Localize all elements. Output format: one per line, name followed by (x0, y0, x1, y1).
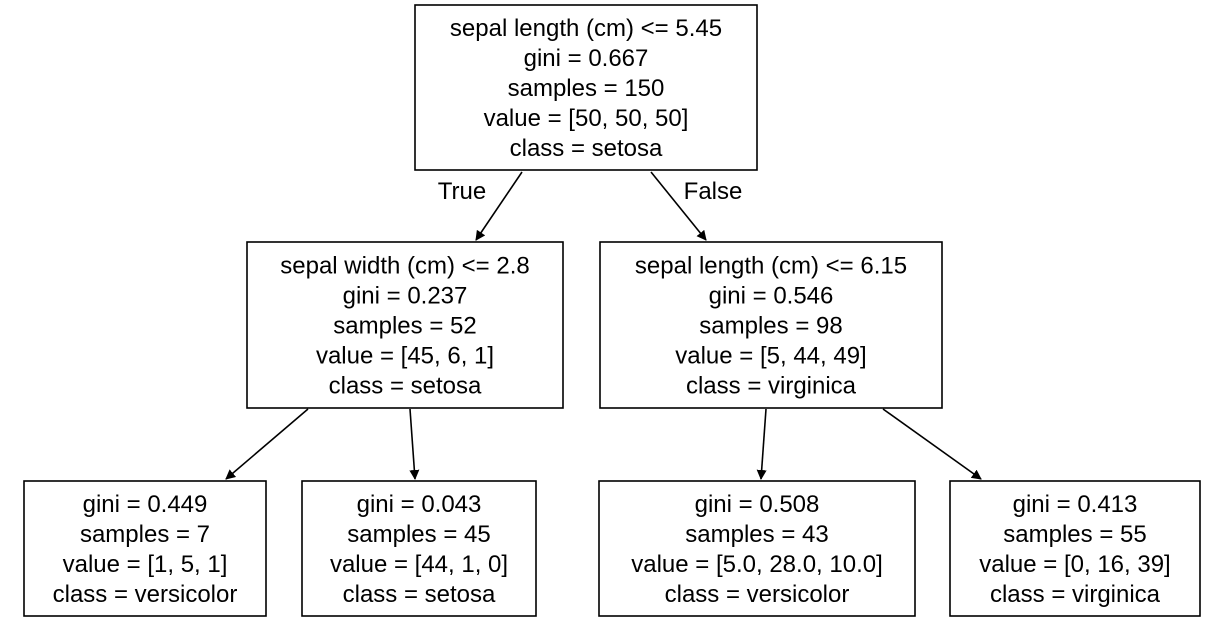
node-text-line: gini = 0.667 (524, 45, 649, 72)
node-text-line: gini = 0.508 (695, 491, 820, 518)
tree-node-right-left: gini = 0.508 samples = 43 value = [5.0, 28… (598, 480, 916, 617)
node-text-line: value = [5.0, 28.0, 10.0] (631, 551, 883, 578)
tree-node-left: sepal width (cm) <= 2.8 gini = 0.237 sampl… (246, 241, 564, 409)
edge-arrow-left-to-left-right (409, 408, 420, 480)
node-text-line: samples = 43 (685, 521, 828, 548)
node-text-line: samples = 150 (508, 75, 665, 102)
edge-arrow-right-to-right-right (882, 408, 982, 480)
edge-arrow-root-to-right (650, 171, 707, 241)
node-text-line: sepal length (cm) <= 6.15 (635, 252, 907, 279)
tree-node-right: sepal length (cm) <= 6.15 gini = 0.546 sam… (599, 241, 943, 409)
edge-arrow-root-to-left (475, 171, 523, 241)
tree-node-left-right: gini = 0.043 samples = 45 value = [44, 1, … (301, 480, 537, 617)
nodes-layer: sepal length (cm) <= 5.45 gini = 0.667 sam… (23, 4, 1201, 617)
node-text-line: sepal width (cm) <= 2.8 (280, 252, 529, 279)
node-text-line: value = [1, 5, 1] (63, 551, 228, 578)
node-text-line: class = setosa (343, 581, 496, 608)
node-text-line: value = [50, 50, 50] (484, 105, 689, 132)
node-text-line: gini = 0.546 (709, 282, 834, 309)
node-text-line: samples = 7 (80, 521, 210, 548)
node-box (598, 480, 916, 617)
node-text-line: samples = 52 (333, 312, 476, 339)
node-text-line: class = virginica (990, 581, 1161, 608)
node-text-line: class = setosa (510, 135, 663, 162)
tree-node-right-right: gini = 0.413 samples = 55 value = [0, 16, … (949, 480, 1201, 617)
node-text-line: value = [0, 16, 39] (979, 551, 1170, 578)
node-text-line: gini = 0.043 (357, 491, 482, 518)
node-text-line: value = [45, 6, 1] (316, 342, 494, 369)
node-box (599, 241, 943, 409)
tree-node-left-left: gini = 0.449 samples = 7 value = [1, 5, 1]… (23, 480, 267, 617)
edge-label-true: True (438, 178, 486, 205)
edge-arrow-right-to-right-left (756, 408, 767, 480)
node-text-line: class = versicolor (53, 581, 238, 608)
node-text-line: class = virginica (686, 372, 857, 399)
edges-layer (225, 171, 982, 480)
edge-arrow-left-to-left-left (225, 408, 309, 480)
node-text-line: samples = 45 (347, 521, 490, 548)
node-box (246, 241, 564, 409)
tree-node-root: sepal length (cm) <= 5.45 gini = 0.667 sam… (414, 4, 758, 171)
edge-label-false: False (684, 178, 743, 205)
node-box (23, 480, 267, 617)
node-text-line: gini = 0.413 (1013, 491, 1138, 518)
node-box (414, 4, 758, 171)
node-box (949, 480, 1201, 617)
node-text-line: value = [5, 44, 49] (675, 342, 866, 369)
node-text-line: value = [44, 1, 0] (330, 551, 508, 578)
node-text-line: gini = 0.237 (343, 282, 468, 309)
node-text-line: class = versicolor (665, 581, 850, 608)
node-box (301, 480, 537, 617)
node-text-line: gini = 0.449 (83, 491, 208, 518)
node-text-line: samples = 98 (699, 312, 842, 339)
edge-labels-layer: True False (438, 178, 743, 205)
node-text-line: samples = 55 (1003, 521, 1146, 548)
node-text-line: class = setosa (329, 372, 482, 399)
node-text-line: sepal length (cm) <= 5.45 (450, 15, 722, 42)
